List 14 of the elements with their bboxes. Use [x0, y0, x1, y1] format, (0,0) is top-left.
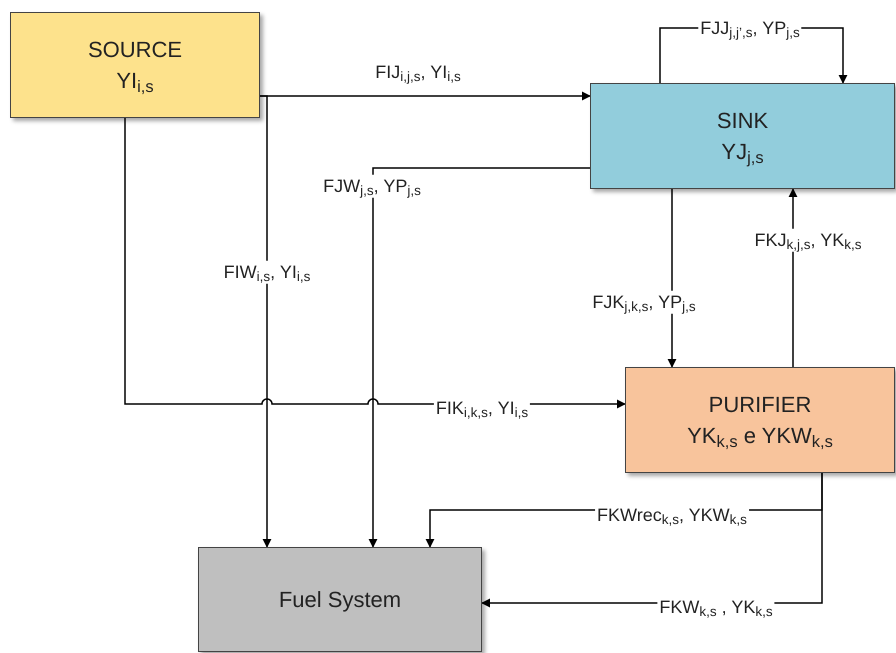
node-label: YK$_{k,s}$ e YKW$_{k,s}$	[687, 422, 833, 450]
node-label: SINK	[716, 106, 768, 134]
arrow	[260, 95, 272, 548]
node-label: YI$_{i,s}$	[116, 67, 154, 94]
process-box	[625, 367, 895, 473]
process-box	[590, 83, 895, 189]
process-box	[10, 12, 260, 118]
node-label: SOURCE	[88, 36, 182, 63]
node-label: Fuel System	[278, 586, 402, 614]
process-box	[198, 547, 482, 652]
edge-label: FKJ$_{k,j,s}$, YK$_{k,s}$	[752, 228, 864, 252]
node-label: YJ$_{j,s}$	[721, 138, 764, 166]
arrow	[368, 167, 590, 548]
node-label: PURIFIER	[708, 390, 812, 418]
